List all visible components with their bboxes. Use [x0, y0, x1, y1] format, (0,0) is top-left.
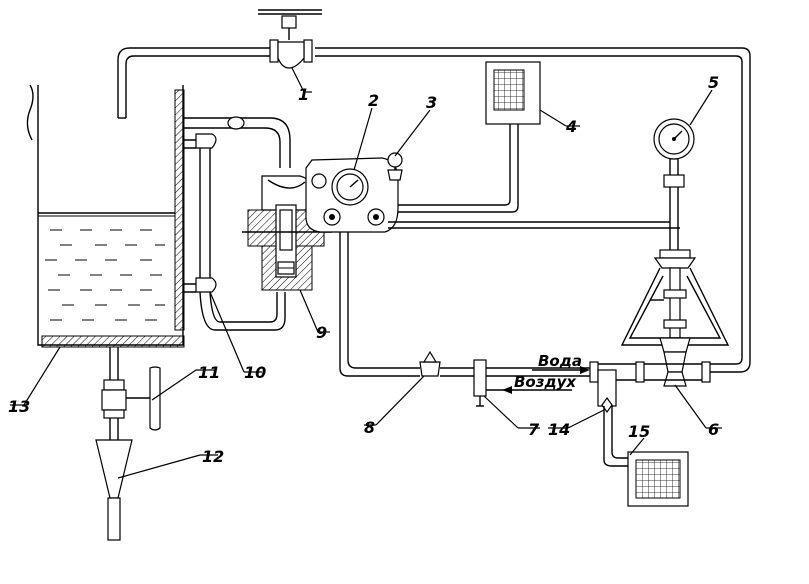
gauge-3 — [387, 152, 403, 181]
transmitter-2 — [305, 157, 399, 233]
pressure-gauge-5 — [653, 118, 695, 250]
label-1: 1 — [298, 85, 309, 104]
label-14: 14 — [548, 420, 570, 439]
drain-valve-11[interactable] — [101, 347, 161, 440]
valve-1[interactable] — [258, 9, 322, 69]
label-15: 15 — [628, 422, 650, 441]
funnel-12 — [95, 439, 133, 541]
sensor-9 — [242, 175, 332, 291]
label-7: 7 — [528, 420, 540, 439]
label-11: 11 — [198, 363, 220, 382]
level-gauge — [184, 117, 286, 331]
recorder-15 — [627, 451, 689, 507]
label-2: 2 — [368, 91, 379, 110]
label-3: 3 — [426, 93, 437, 112]
mixer-14 — [597, 369, 617, 460]
label-13: 13 — [8, 397, 30, 416]
leaders — [10, 67, 722, 479]
label-4: 4 — [565, 117, 577, 136]
valve-8 — [419, 350, 474, 377]
tank — [26, 84, 185, 348]
label-9: 9 — [316, 323, 327, 342]
label-5: 5 — [708, 73, 719, 92]
filter-7 — [473, 359, 590, 407]
flowmeter-6 — [620, 249, 730, 387]
flow-air-label: Воздух — [514, 373, 577, 391]
label-8: 8 — [364, 418, 375, 437]
label-6: 6 — [708, 420, 719, 439]
flow-water-label: Вода — [538, 352, 582, 370]
recorder-4 — [485, 61, 541, 206]
label-12: 12 — [202, 447, 224, 466]
liquid-dashes — [45, 229, 165, 321]
label-10: 10 — [244, 363, 266, 382]
